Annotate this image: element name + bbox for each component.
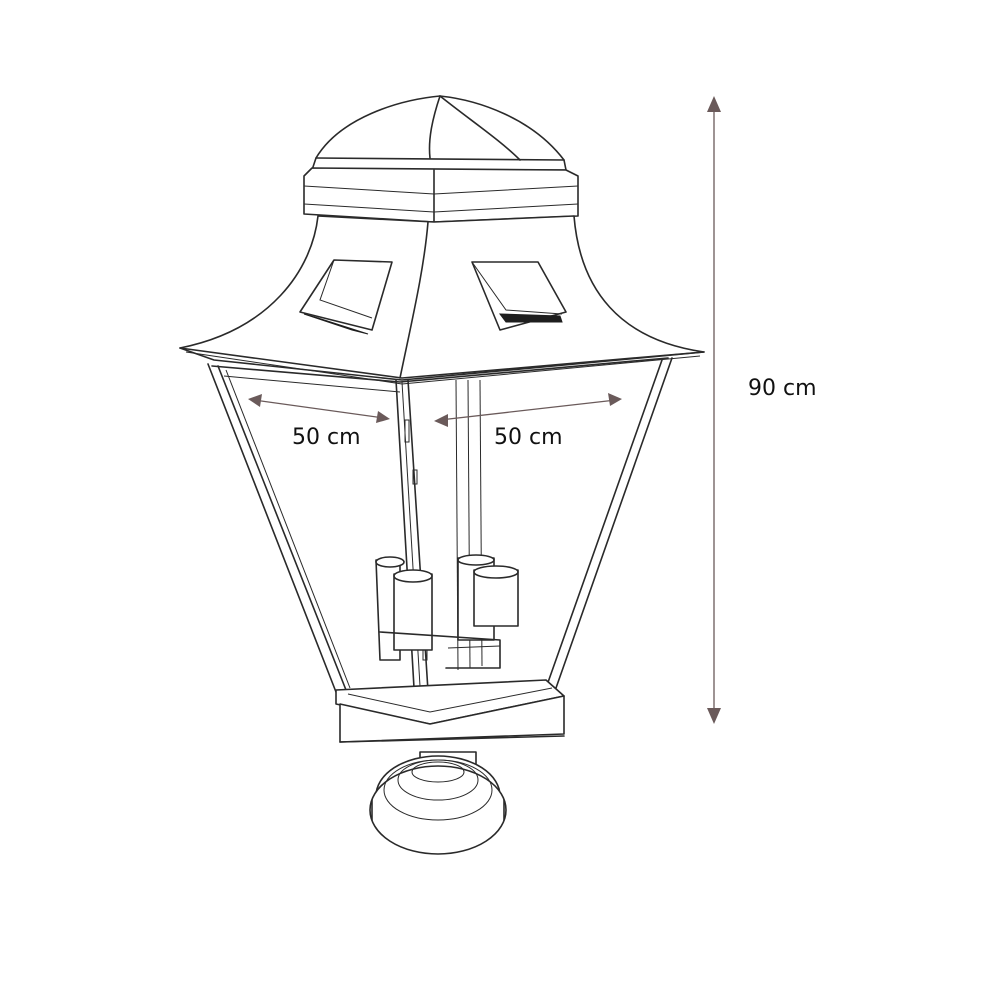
width-dimension-left	[248, 394, 390, 423]
lantern-base	[335, 679, 565, 743]
height-label: 90 cm	[748, 376, 817, 401]
lantern-dome	[311, 95, 567, 171]
vent-left	[299, 259, 393, 335]
vent-right	[471, 261, 567, 331]
lantern-collar	[303, 167, 579, 223]
width-label-left: 50 cm	[292, 425, 361, 450]
width-dimension-right	[434, 393, 622, 427]
height-dimension	[707, 96, 721, 724]
candle-cluster	[375, 554, 519, 669]
lantern-roof	[179, 215, 705, 385]
width-label-right: 50 cm	[494, 425, 563, 450]
lantern-pedestal	[369, 751, 507, 855]
lantern-frame	[207, 357, 673, 723]
